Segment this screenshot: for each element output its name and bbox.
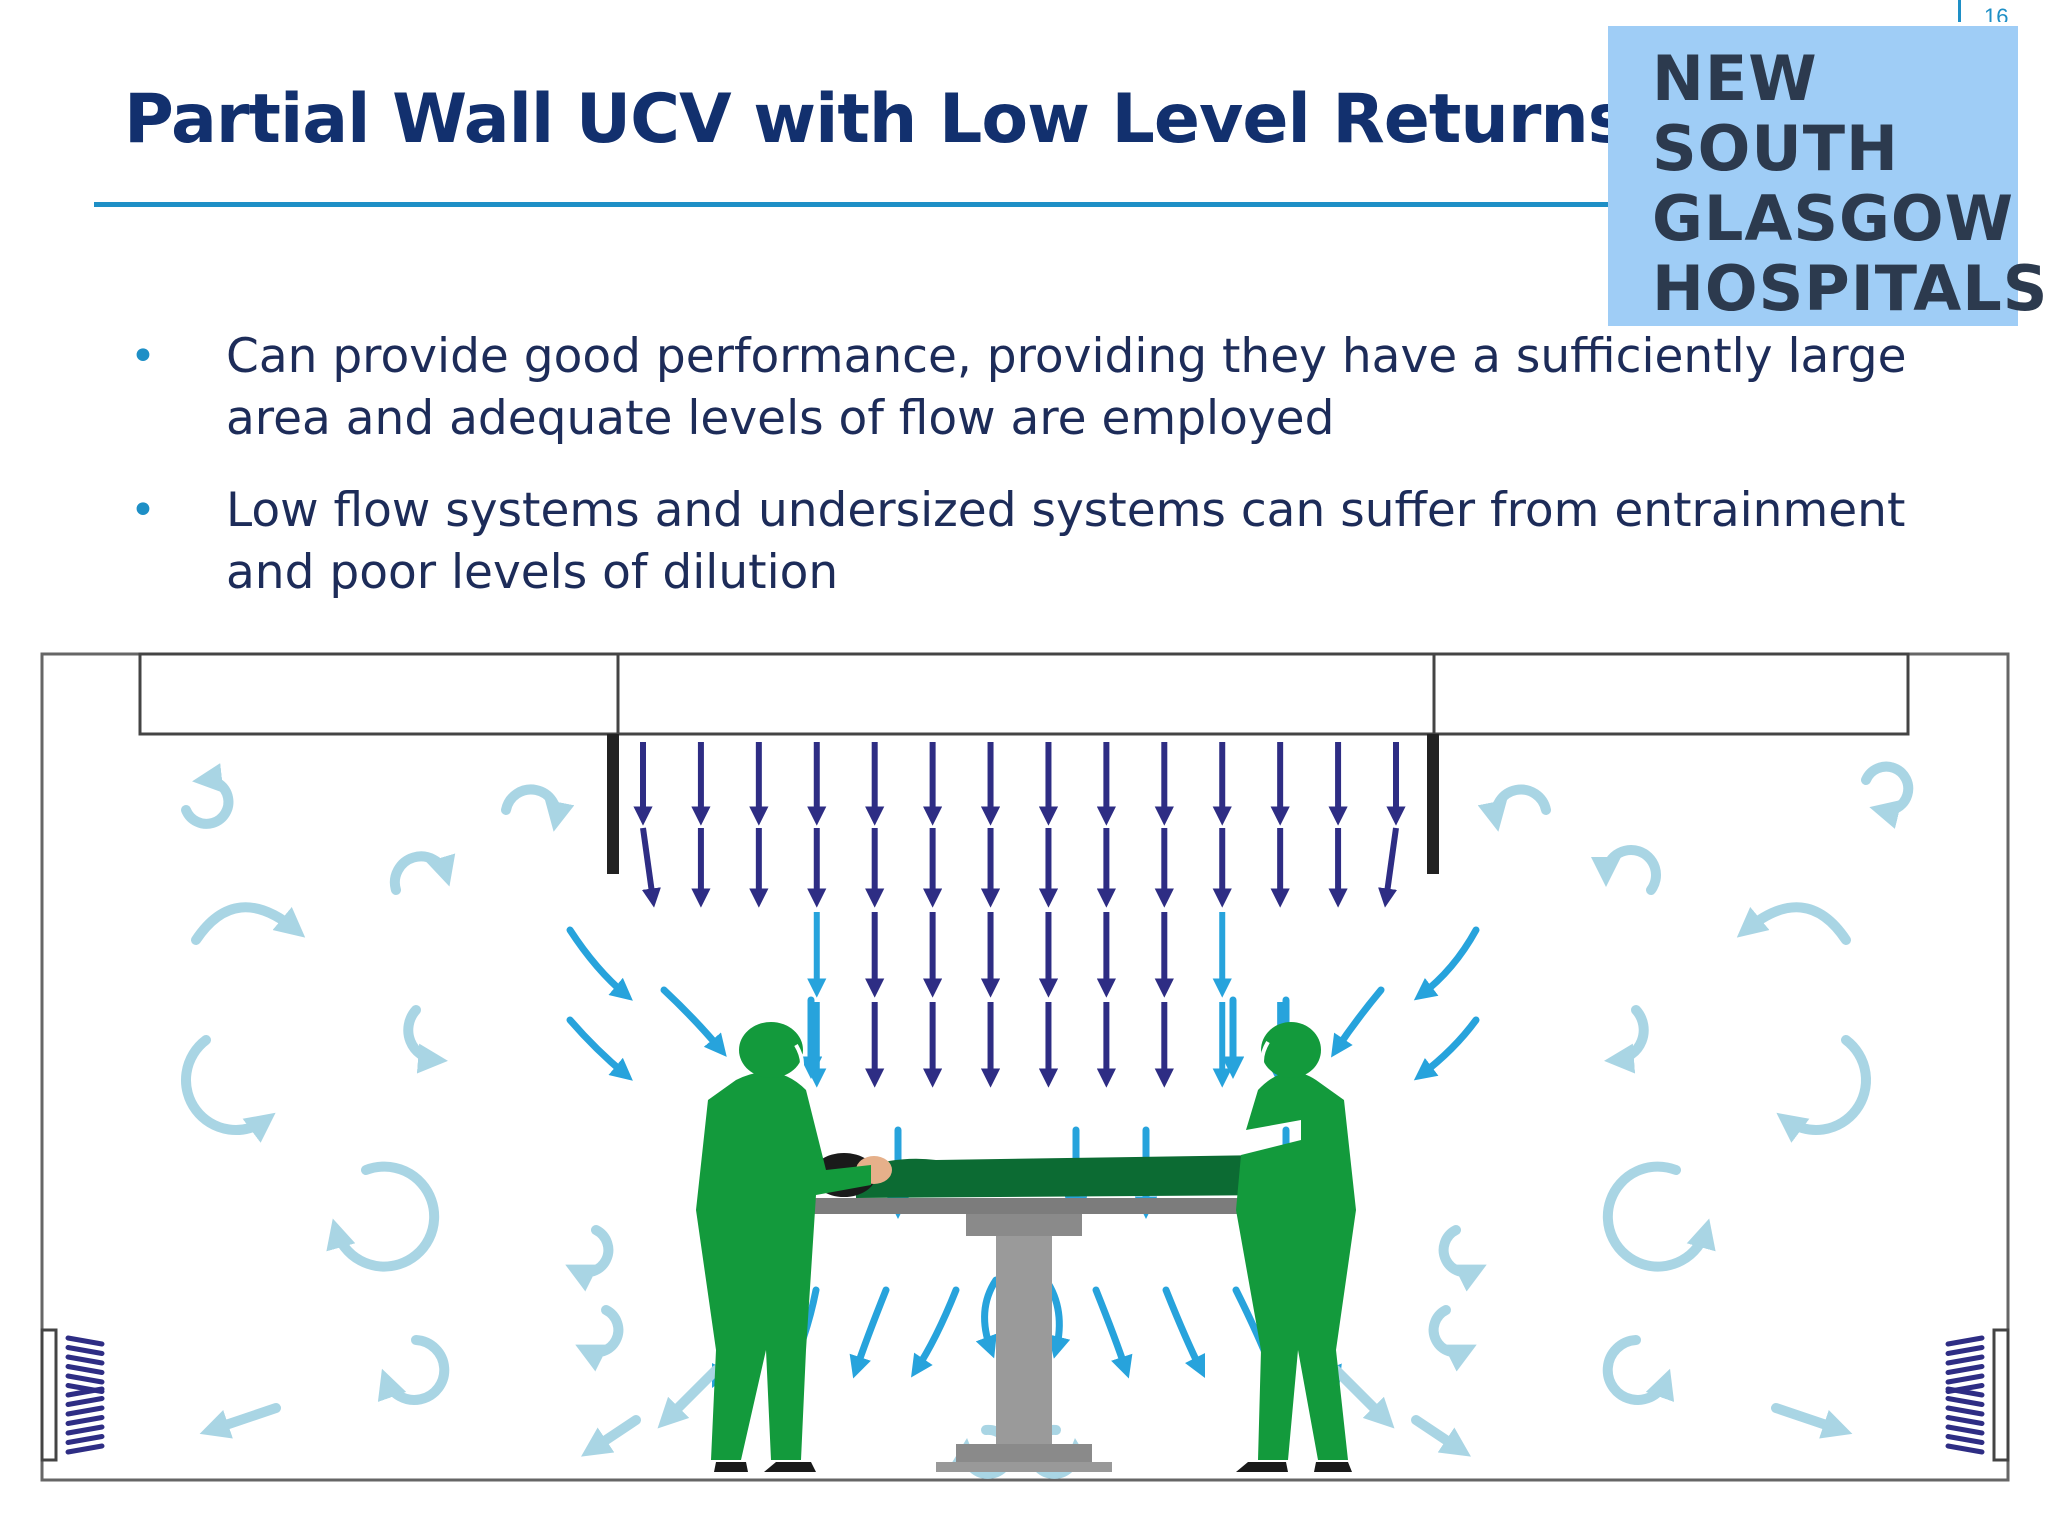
down-arrow-icon xyxy=(911,1286,960,1378)
curved-arrow-icon xyxy=(565,1225,614,1292)
bullet-text: Low flow systems and undersized systems … xyxy=(226,483,1906,600)
ceiling-panel-left xyxy=(138,652,620,736)
curved-arrow-icon xyxy=(377,1335,450,1405)
grille-slat xyxy=(65,1434,105,1445)
grille-slat xyxy=(1945,1373,1985,1385)
grille-slat xyxy=(1945,1443,1985,1455)
grille-slat xyxy=(1945,1345,1985,1356)
logo-line: GLASGOW xyxy=(1652,182,2015,255)
surgeon-icon xyxy=(1236,1022,1356,1472)
down-arrow-icon xyxy=(1331,986,1385,1058)
down-arrow-icon xyxy=(849,1286,890,1379)
down-arrow-icon xyxy=(975,1276,1000,1359)
curved-arrow-icon xyxy=(389,851,456,895)
grille-slat xyxy=(1945,1415,1985,1426)
curved-arrow-icon xyxy=(1771,1403,1853,1439)
grille-slat xyxy=(65,1364,105,1375)
grille-slat xyxy=(1945,1434,1985,1445)
curved-arrow-icon xyxy=(191,902,306,945)
bullet-marker: • xyxy=(130,331,156,382)
grille-slat xyxy=(65,1345,105,1356)
page-marker-line xyxy=(1958,0,1961,22)
airflow-diagram xyxy=(40,652,2010,1482)
curved-arrow-icon xyxy=(403,1005,448,1074)
slide-title: Partial Wall UCV with Low Level Returns xyxy=(124,80,1628,159)
grille-slat xyxy=(65,1405,105,1417)
grille-slat xyxy=(1945,1396,1985,1407)
curved-arrow-icon xyxy=(575,1305,624,1372)
curved-arrow-icon xyxy=(1604,1005,1649,1074)
bullet-text: Can provide good performance, providing … xyxy=(226,329,1907,446)
title-underline xyxy=(94,202,1614,207)
curved-arrow-icon xyxy=(1591,845,1661,895)
grille-slat xyxy=(1945,1354,1985,1366)
bullet-marker: • xyxy=(130,485,156,536)
grille-slat xyxy=(65,1396,105,1407)
curved-arrow-icon xyxy=(1428,1305,1477,1372)
curved-arrow-icon xyxy=(181,763,234,829)
grille-slat xyxy=(1945,1386,1985,1398)
curved-arrow-icon xyxy=(1602,1335,1675,1405)
grille-slat xyxy=(65,1373,105,1385)
down-arrow-icon xyxy=(1413,1016,1480,1081)
grille-slat xyxy=(1945,1405,1985,1417)
return-grille-icon xyxy=(40,1328,105,1462)
grille-slat xyxy=(65,1335,105,1347)
curved-arrow-icon xyxy=(181,1035,276,1143)
curved-arrow-icon xyxy=(326,1161,440,1272)
curved-arrow-icon xyxy=(1438,1225,1487,1292)
curved-arrow-icon xyxy=(1736,902,1851,945)
down-arrow-icon xyxy=(1413,926,1480,1001)
logo-line: NEW xyxy=(1652,42,1818,115)
patient-icon xyxy=(812,1153,1287,1198)
grille-slat xyxy=(65,1386,105,1398)
page-number: 16 xyxy=(1984,6,2009,22)
hospital-logo: NEW SOUTH GLASGOW HOSPITALS xyxy=(1608,26,2048,326)
grille-slat xyxy=(1945,1364,1985,1375)
curved-arrow-icon xyxy=(1331,1365,1395,1429)
curved-arrow-icon xyxy=(501,784,575,832)
partial-wall-right xyxy=(1427,734,1439,874)
grille-slat xyxy=(65,1443,105,1455)
grille-slat xyxy=(1945,1335,1985,1347)
downflow-arrows xyxy=(633,742,1406,1088)
ceiling-panel-right xyxy=(1432,652,1910,736)
partial-wall-left xyxy=(607,734,619,874)
operating-table-icon xyxy=(788,1198,1263,1472)
curved-arrow-icon xyxy=(657,1365,721,1429)
down-arrow-icon xyxy=(566,1016,633,1081)
logo-line: HOSPITALS xyxy=(1652,252,2048,325)
down-arrow-icon xyxy=(660,986,727,1057)
down-arrow-icon xyxy=(640,827,661,908)
curved-arrow-icon xyxy=(1411,1415,1471,1457)
return-grille-icon xyxy=(1945,1328,2010,1462)
grille-slat xyxy=(65,1415,105,1426)
down-arrow-icon xyxy=(566,926,633,1001)
curved-arrow-icon xyxy=(1602,1161,1716,1272)
curved-arrow-icon xyxy=(1477,784,1551,832)
grille-slat xyxy=(65,1354,105,1366)
bullet-list: • Can provide good performance, providin… xyxy=(124,326,1924,634)
down-arrow-icon xyxy=(1092,1286,1133,1379)
curved-arrow-icon xyxy=(199,1403,281,1439)
surgeon-icon xyxy=(696,1022,871,1472)
down-arrow-icon xyxy=(1378,827,1399,908)
bullet-item: • Can provide good performance, providin… xyxy=(124,326,1924,450)
curved-arrow-icon xyxy=(1776,1035,1871,1143)
ceiling-canopy xyxy=(616,652,1436,736)
curved-arrow-icon xyxy=(1861,761,1914,829)
grille-slat xyxy=(65,1424,105,1436)
grille-slat xyxy=(1945,1424,1985,1436)
logo-line: SOUTH xyxy=(1652,112,1899,185)
curved-arrow-icon xyxy=(581,1415,641,1457)
bullet-item: • Low flow systems and undersized system… xyxy=(124,480,1924,604)
down-arrow-icon xyxy=(1162,1286,1206,1379)
